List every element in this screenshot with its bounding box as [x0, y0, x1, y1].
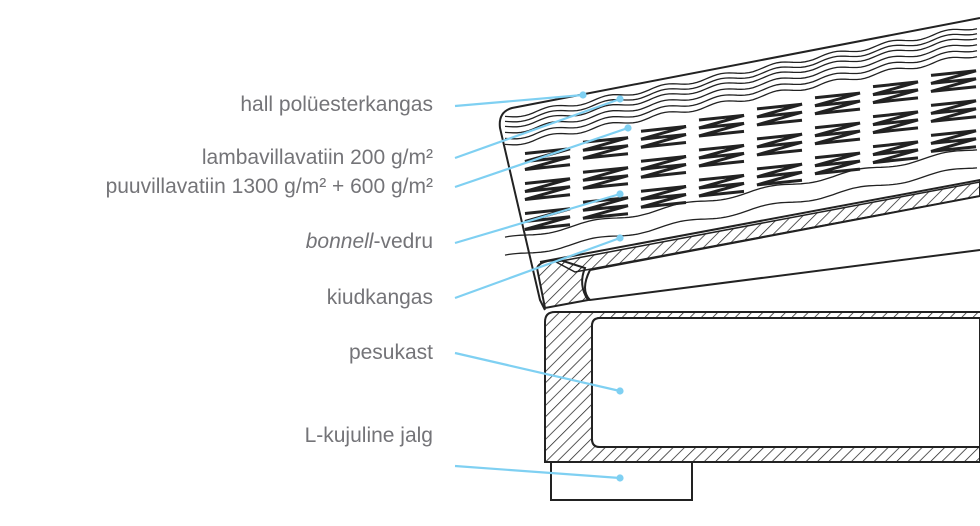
base-corner-block: [535, 258, 590, 310]
fabric-layer-line: [504, 56, 978, 146]
leader-pesukast: [454, 351, 621, 393]
spring-coil: [930, 99, 977, 123]
fabric-layer-line: [504, 44, 978, 134]
spring-coil: [698, 113, 745, 138]
fabric-layer-line: [504, 167, 978, 256]
spring-coil: [698, 143, 745, 168]
label-bonnell-rest: -vedru: [373, 230, 433, 253]
leader-puuvilla: [454, 126, 629, 189]
upholstery-layers: [504, 28, 978, 256]
bonnell-springs: [524, 69, 977, 231]
spring-coil: [582, 166, 629, 190]
label-storage-box: pesukast: [348, 341, 433, 364]
spring-coil: [930, 69, 977, 93]
spring-coil: [872, 140, 919, 165]
leader-kiud: [454, 236, 621, 300]
label-bonnell-spring: bonnell-vedru: [306, 230, 433, 254]
spring-coil: [640, 185, 687, 209]
label-cotton: puuvillavatiin 1300 g/m² + 600 g/m²: [105, 175, 433, 198]
spring-coil: [640, 125, 687, 149]
leader-bonnell: [454, 192, 621, 245]
spring-coil: [930, 129, 977, 153]
label-hall-polyester: hall polüesterkangas: [240, 93, 433, 116]
spring-coil: [524, 177, 571, 201]
spring-coil: [640, 155, 687, 179]
spring-coil: [756, 132, 803, 157]
fabric-layer-line: [504, 50, 978, 140]
fabric-layer-line: [504, 149, 978, 238]
label-fiber-fabric: kiudkangas: [326, 286, 433, 309]
label-bonnell-italic: bonnell: [305, 230, 374, 253]
spring-coil: [756, 162, 803, 187]
leader-hall: [454, 93, 584, 108]
fabric-layer-line: [504, 28, 978, 118]
spring-coil: [582, 136, 629, 160]
spring-coil: [814, 121, 861, 146]
spring-coil: [814, 151, 861, 176]
spring-coil: [872, 80, 919, 105]
label-l-leg: L-kujuline jalg: [304, 424, 433, 447]
spring-coil: [698, 173, 745, 198]
leader-lamba: [454, 97, 621, 160]
spring-coil: [524, 207, 571, 231]
spring-coil: [756, 102, 803, 127]
spring-coil: [524, 147, 571, 171]
spring-coil: [814, 91, 861, 116]
fabric-layer-line: [504, 38, 978, 128]
label-lambswool: lambavillavatiin 200 g/m²: [201, 146, 433, 169]
spring-coil: [582, 196, 629, 220]
fabric-layer-line: [504, 33, 978, 123]
leader-jalg: [454, 464, 621, 480]
spring-coil: [872, 110, 919, 135]
mattress-outline: [498, 17, 980, 311]
